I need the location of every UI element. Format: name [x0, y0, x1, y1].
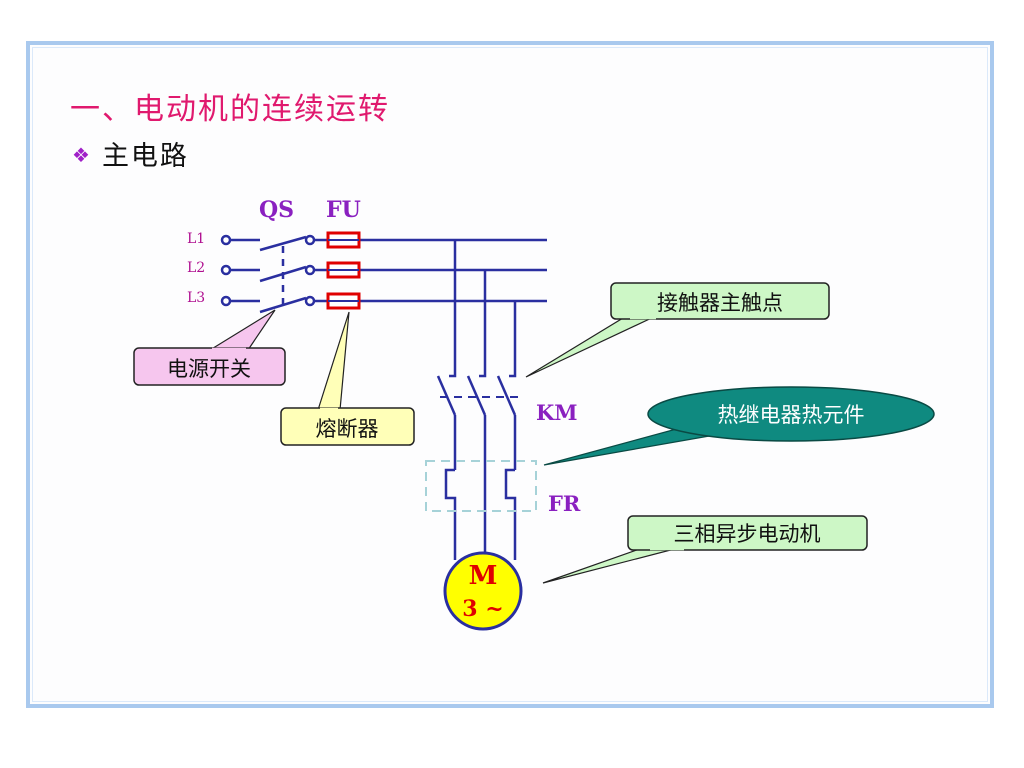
callout-switch-box [133, 347, 286, 386]
callout-fuse-pointer [317, 311, 350, 411]
callout-switch-text: 电源开关 [167, 357, 251, 381]
label-qs: QS [259, 197, 294, 223]
label-fu: FU [326, 197, 361, 223]
thermal-relay-box [425, 460, 537, 512]
callout-thermal-text: 热继电器热元件 [718, 403, 865, 427]
motor-label-phase: 3 ~ [462, 596, 503, 622]
supply-wiring [220, 234, 547, 314]
slide-subtitle: ❖ 主电路 [72, 134, 189, 173]
callout-motor-text: 三相异步电动机 [674, 522, 821, 546]
contactor-wiring [436, 240, 517, 560]
motor-label-m: M [469, 561, 498, 591]
callout-contactor-text: 接触器主触点 [657, 291, 783, 315]
label-km: KM [536, 400, 578, 425]
callout-switch-pointer [207, 309, 276, 351]
diamond-cluster-icon: ❖ [72, 143, 92, 167]
callout-thermal-box [647, 386, 935, 442]
callout-motor-pointer [542, 545, 687, 584]
motor-symbol [443, 551, 523, 631]
label-l2: L2 [187, 260, 205, 276]
callout-fuse-text: 熔断器 [316, 417, 379, 441]
callout-motor-box [627, 515, 868, 551]
callout-contactor-pointer [525, 314, 659, 378]
label-l1: L1 [187, 231, 205, 247]
callout-contactor-box [610, 282, 830, 320]
subtitle-text: 主电路 [101, 141, 189, 172]
fuse-elements [328, 239, 359, 302]
callout-fuse-box [280, 407, 415, 446]
label-fr: FR [548, 491, 581, 516]
slide-title: 一、电动机的连续运转 [70, 92, 390, 127]
label-l3: L3 [187, 290, 205, 306]
